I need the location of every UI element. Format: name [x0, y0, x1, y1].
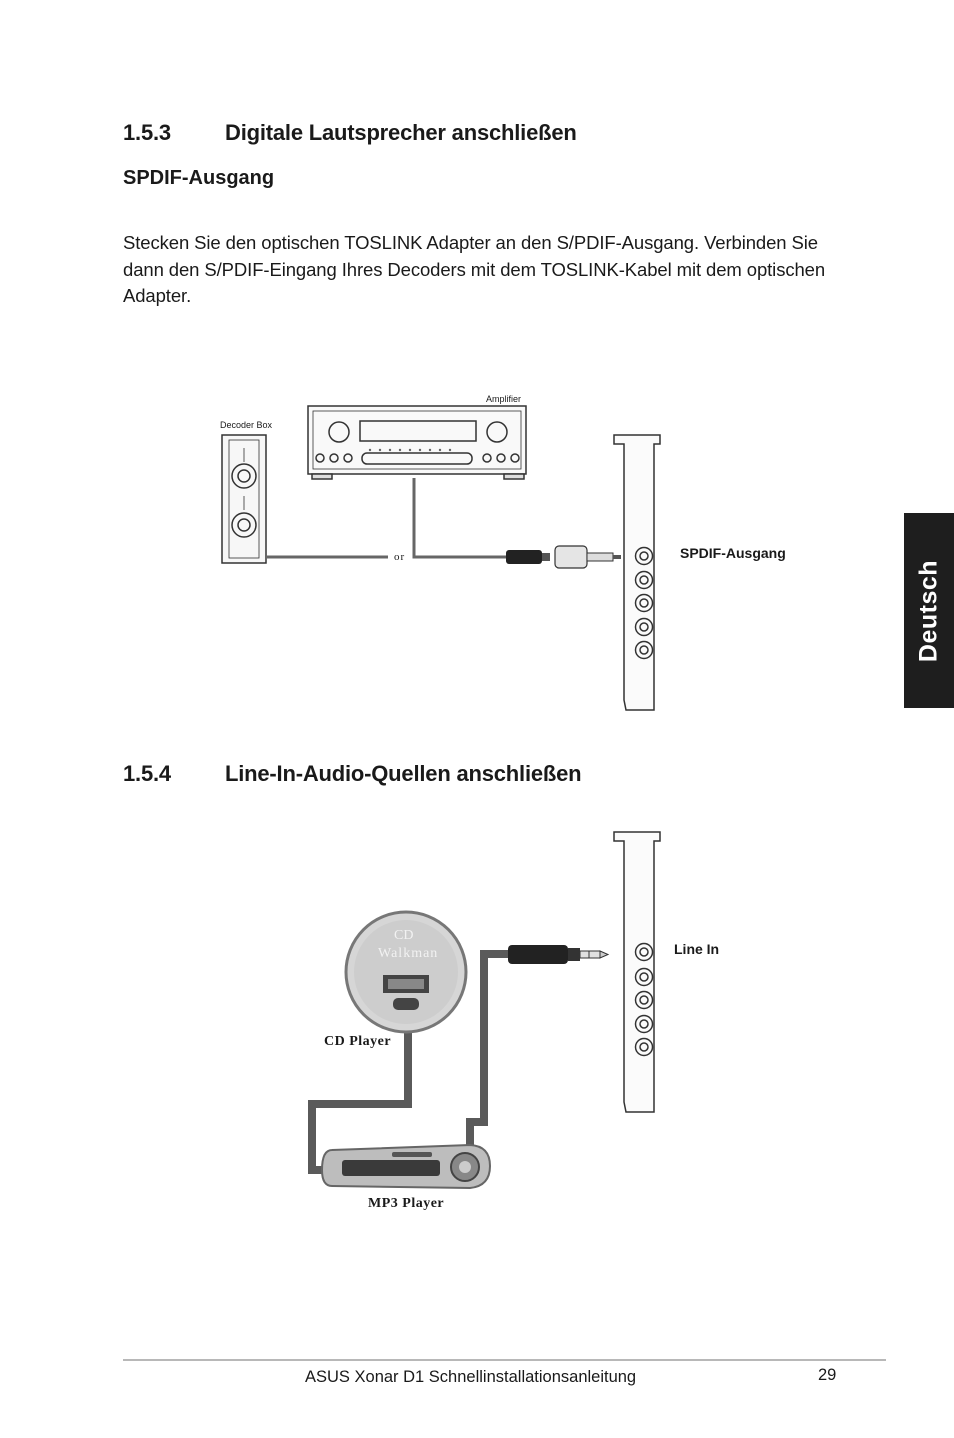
toslink-connector-icon	[506, 545, 621, 569]
audio-cable	[308, 950, 510, 1174]
section-153-number: 1.5.3	[123, 120, 171, 145]
linein-diagram: CD Walkman CD Player MP3 Player Line In	[308, 831, 720, 1211]
section-153-heading: 1.5.3 Digitale Lautsprecher anschließen	[123, 120, 723, 148]
mp3-player-label: MP3 Player	[368, 1196, 445, 1211]
linein-diagram-art	[308, 831, 661, 1190]
spdif-callout: SPDIF-Ausgang	[680, 545, 786, 561]
jacks-bottom	[634, 942, 654, 1057]
footer-rule	[123, 1359, 886, 1361]
spdif-subheading: SPDIF-Ausgang	[123, 167, 275, 189]
section-154-number: 1.5.4	[123, 761, 171, 786]
spdif-diagram-art	[221, 405, 661, 711]
cd-player-icon	[344, 910, 468, 1034]
linein-callout: Line In	[674, 941, 720, 957]
decoder-box-label: Decoder Box	[220, 420, 273, 430]
cd-player-label: CD Player	[324, 1034, 392, 1049]
mp3-player-icon	[320, 1143, 492, 1190]
audio-plug-icon	[508, 945, 610, 964]
or-label: or	[394, 551, 406, 563]
spdif-paragraph: Stecken Sie den optischen TOSLINK Adapte…	[123, 232, 826, 306]
section-154-heading: 1.5.4 Line-In-Audio-Quellen anschließen	[123, 761, 723, 789]
cd-face-text-2: Walkman	[378, 946, 439, 961]
spdif-diagram: Amplifier Decoder Box or SPDIF-Ausgang	[220, 394, 786, 711]
decoder-box-icon	[221, 434, 267, 564]
card-bracket-top	[613, 434, 661, 711]
amplifier-label: Amplifier	[486, 394, 522, 404]
section-153-title: Digitale Lautsprecher anschließen	[225, 120, 577, 145]
amplifier-icon	[307, 405, 527, 480]
section-154-title: Line-In-Audio-Quellen anschließen	[225, 761, 582, 786]
page-number: 29	[818, 1366, 837, 1384]
cd-face-text-1: CD	[394, 928, 414, 943]
jacks-top	[634, 546, 654, 660]
language-tab: Deutsch	[904, 513, 954, 708]
footer-doc-title: ASUS Xonar D1 Schnellinstallationsanleit…	[305, 1368, 637, 1386]
optical-cable	[266, 478, 508, 559]
